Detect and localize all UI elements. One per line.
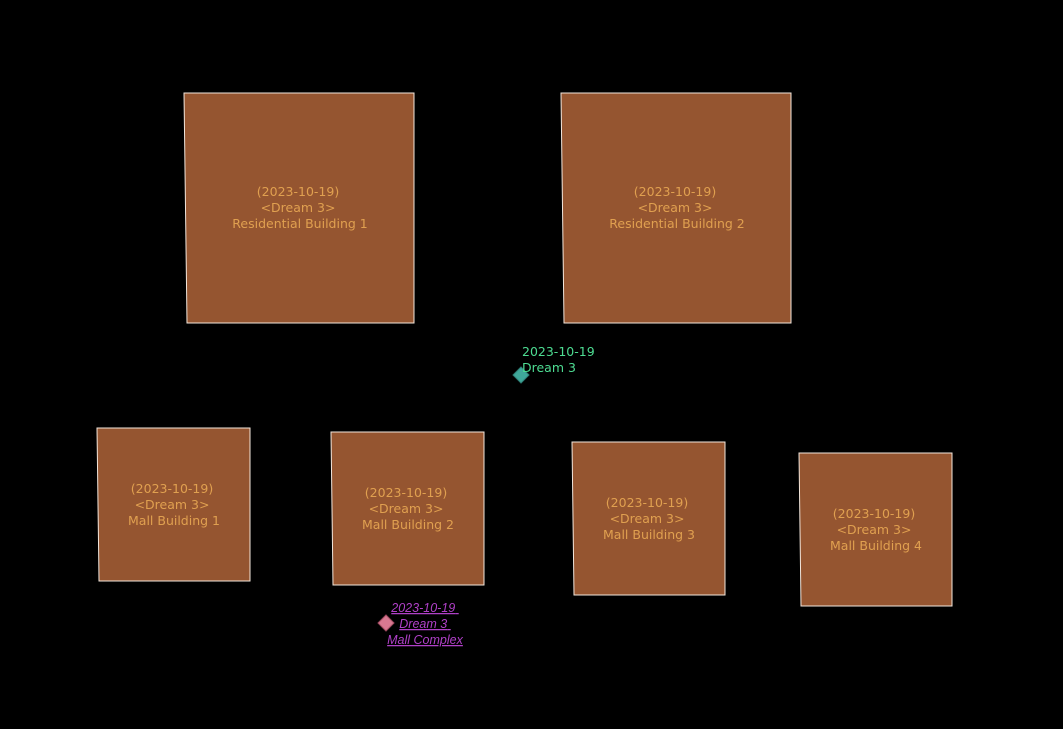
project-point-name: Dream 3	[522, 360, 576, 375]
building-name: Mall Building 1	[128, 513, 220, 528]
building-polygon[interactable]	[798, 452, 953, 607]
project-point-date: 2023-10-19	[522, 344, 595, 359]
mall-complex-point[interactable]: 2023-10-19 Dream 3 Mall Complex	[377, 601, 464, 647]
building-name: Mall Building 4	[830, 538, 922, 553]
building-mall-2[interactable]: (2023-10-19) <Dream 3> Mall Building 2	[330, 431, 485, 586]
building-label: (2023-10-19) <Dream 3> Mall Building 1	[128, 481, 220, 528]
project-point-label: 2023-10-19 Dream 3	[522, 344, 599, 375]
mall-complex-date: 2023-10-19	[390, 601, 455, 615]
building-label: (2023-10-19) <Dream 3> Mall Building 4	[830, 506, 922, 553]
building-project: <Dream 3>	[837, 522, 912, 537]
mall-complex-label: 2023-10-19 Dream 3 Mall Complex	[387, 601, 463, 647]
building-date: (2023-10-19)	[634, 184, 716, 199]
building-date: (2023-10-19)	[131, 481, 213, 496]
building-project: <Dream 3>	[135, 497, 210, 512]
building-mall-3[interactable]: (2023-10-19) <Dream 3> Mall Building 3	[571, 441, 726, 596]
project-point[interactable]: 2023-10-19 Dream 3	[512, 344, 599, 384]
building-polygon[interactable]	[330, 431, 485, 586]
building-polygon[interactable]	[560, 92, 792, 324]
building-name: Residential Building 2	[609, 216, 744, 231]
building-project: <Dream 3>	[610, 511, 685, 526]
mall-complex-project: Dream 3	[399, 617, 447, 631]
building-mall-1[interactable]: (2023-10-19) <Dream 3> Mall Building 1	[96, 427, 251, 582]
building-label: (2023-10-19) <Dream 3> Mall Building 2	[362, 485, 454, 532]
building-label: (2023-10-19) <Dream 3> Residential Build…	[232, 184, 367, 231]
building-date: (2023-10-19)	[606, 495, 688, 510]
building-polygon[interactable]	[183, 92, 415, 324]
building-name: Mall Building 2	[362, 517, 454, 532]
building-name: Mall Building 3	[603, 527, 695, 542]
building-residential-2[interactable]: (2023-10-19) <Dream 3> Residential Build…	[560, 92, 792, 324]
building-project: <Dream 3>	[638, 200, 713, 215]
building-project: <Dream 3>	[261, 200, 336, 215]
building-date: (2023-10-19)	[257, 184, 339, 199]
building-polygon[interactable]	[96, 427, 251, 582]
building-label: (2023-10-19) <Dream 3> Mall Building 3	[603, 495, 695, 542]
building-date: (2023-10-19)	[365, 485, 447, 500]
diamond-marker-icon[interactable]	[512, 366, 530, 384]
building-project: <Dream 3>	[369, 501, 444, 516]
diamond-marker-icon[interactable]	[377, 614, 395, 632]
building-name: Residential Building 1	[232, 216, 367, 231]
mall-complex-name: Mall Complex	[387, 633, 463, 647]
building-mall-4[interactable]: (2023-10-19) <Dream 3> Mall Building 4	[798, 452, 953, 607]
building-label: (2023-10-19) <Dream 3> Residential Build…	[609, 184, 744, 231]
building-date: (2023-10-19)	[833, 506, 915, 521]
building-residential-1[interactable]: (2023-10-19) <Dream 3> Residential Build…	[183, 92, 415, 324]
building-polygon[interactable]	[571, 441, 726, 596]
